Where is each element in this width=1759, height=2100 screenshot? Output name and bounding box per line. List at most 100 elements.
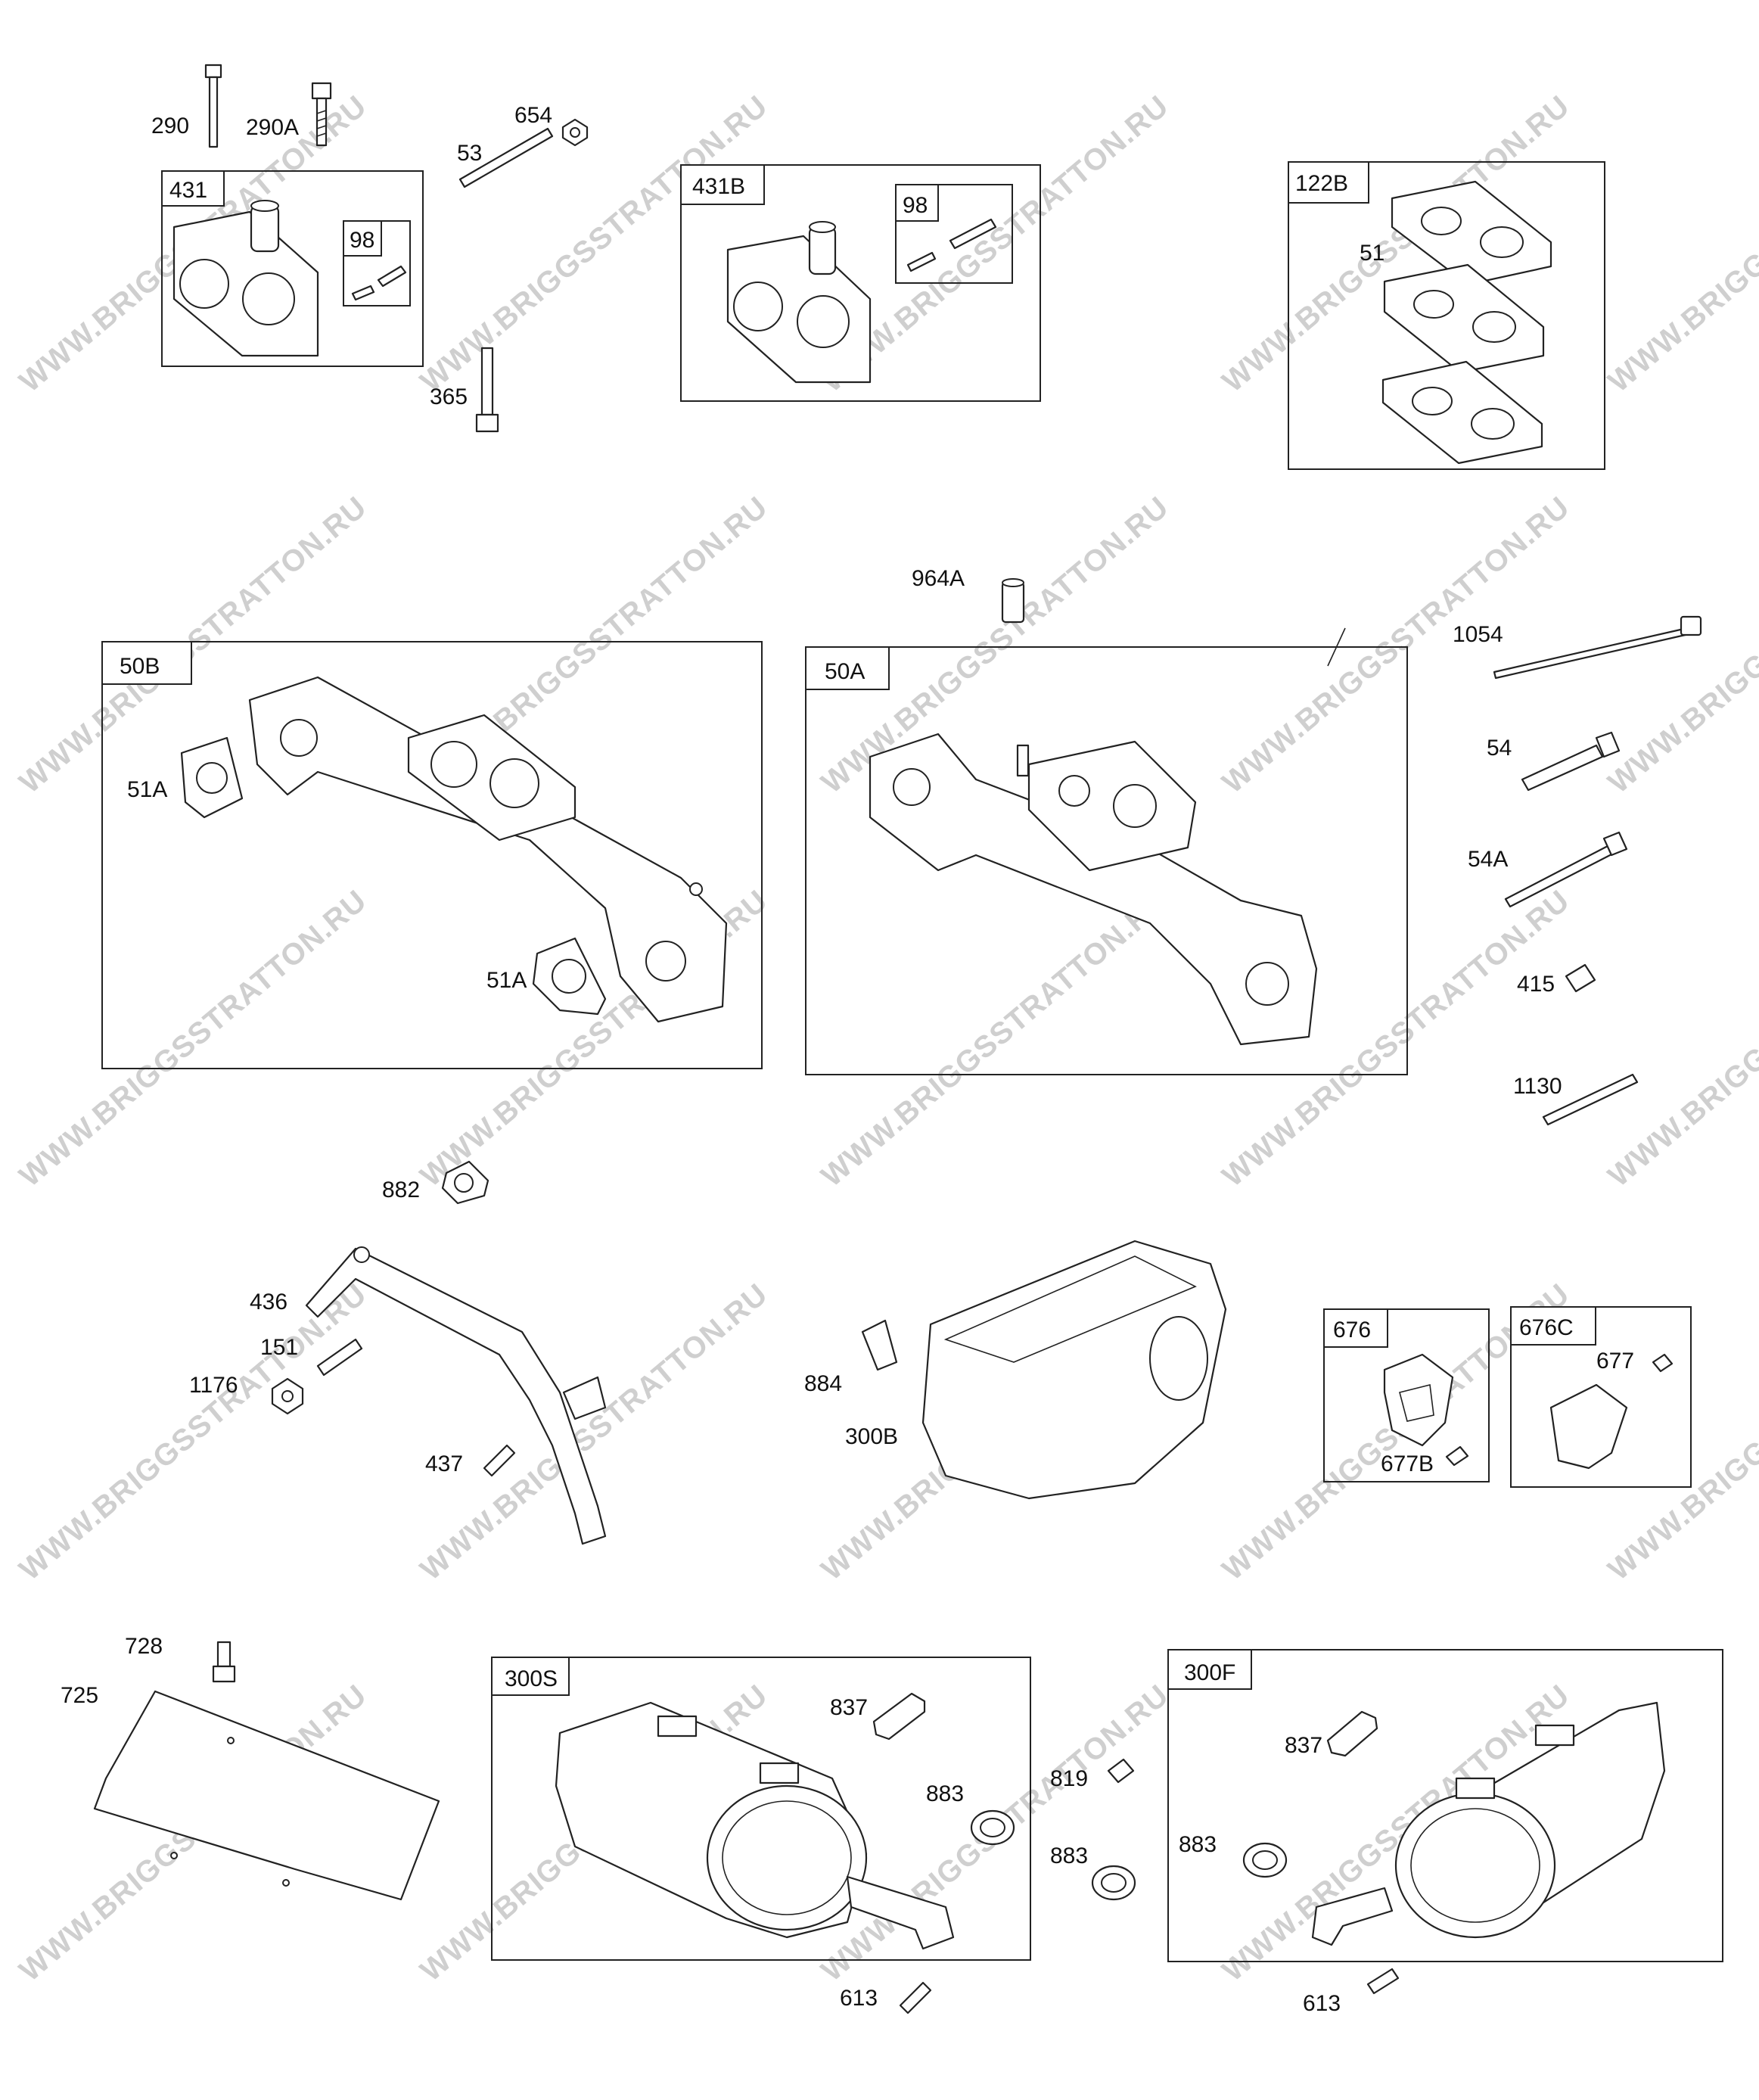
watermark: WWW.BRIGGSSTRATTON.RU [816,884,1176,1193]
clamp-884[interactable] [861,1319,898,1371]
gasket-51a-left[interactable] [180,736,244,819]
screw-819[interactable] [1107,1758,1135,1784]
tube-436[interactable] [305,1246,607,1545]
label-725: 725 [61,1683,98,1708]
screw-spring-98-a[interactable] [351,265,407,301]
heat-shield-725[interactable] [93,1690,440,1901]
box-50b [101,641,763,1069]
nut-1176[interactable] [271,1377,304,1415]
spark-arrestor-676[interactable] [1383,1353,1454,1447]
watermark: WWW.BRIGGSSTRATTON.RU [1602,1277,1759,1587]
bracket-837-b[interactable] [1326,1710,1378,1757]
watermark: WWW.BRIGGSSTRATTON.RU [14,1277,374,1587]
box-label-676: 676 [1333,1318,1371,1342]
box-label-431b: 431B [692,174,745,199]
box-tab-300f [1167,1649,1252,1690]
muffler-300s[interactable] [555,1701,955,1950]
label-290a: 290A [246,115,299,140]
screw-677b[interactable] [1445,1445,1469,1467]
sleeve-964a[interactable] [1001,578,1025,624]
label-54a: 54A [1468,847,1508,872]
label-819: 819 [1050,1766,1088,1791]
muffler-300b[interactable] [921,1240,1227,1500]
intake-manifold-50a[interactable] [869,733,1318,1046]
box-431b [680,164,1041,402]
bolt-290a[interactable] [311,82,332,147]
label-613-2: 613 [1303,1991,1341,2016]
bolt-290[interactable] [204,64,222,148]
box-tab-98-a [343,220,382,257]
watermark: WWW.BRIGGSSTRATTON.RU [14,884,374,1193]
leader-line [1327,627,1346,667]
label-677b: 677B [1381,1451,1434,1476]
box-tab-300s [491,1657,570,1696]
box-50a [805,646,1408,1075]
carburetor-adapter-431[interactable] [172,200,319,357]
clamp-883-a[interactable] [970,1809,1015,1846]
screw-677[interactable] [1652,1353,1674,1373]
box-tab-676 [1323,1308,1388,1348]
label-51a-1: 51A [127,777,167,802]
box-122b [1288,161,1605,470]
gasket-51-set[interactable] [1381,180,1552,465]
cable-tie-1054[interactable] [1493,615,1702,680]
box-tab-50a [805,646,890,690]
label-837-1: 837 [830,1695,868,1720]
gasket-51a-right[interactable] [532,937,607,1016]
label-51a-2: 51A [486,968,527,993]
label-883-3: 883 [1179,1832,1217,1857]
box-tab-676c [1510,1306,1596,1346]
label-54: 54 [1487,736,1512,761]
label-365: 365 [430,384,468,409]
screw-365[interactable] [475,347,499,433]
box-98-b [895,184,1013,284]
screw-728[interactable] [212,1641,236,1683]
stud-53[interactable] [458,127,554,188]
label-1054: 1054 [1453,622,1503,647]
stud-1130[interactable] [1542,1073,1639,1126]
box-label-122b: 122B [1295,171,1348,196]
box-tab-122b [1288,161,1369,204]
carburetor-adapter-431b[interactable] [726,221,872,384]
bracket-837-a[interactable] [872,1692,926,1741]
clamp-883-c[interactable] [1242,1842,1288,1878]
deflector-676c[interactable] [1549,1383,1628,1470]
box-label-300f: 300F [1184,1660,1235,1685]
nut-654[interactable] [561,118,589,147]
plug-415[interactable] [1565,963,1596,993]
muffler-300f[interactable] [1311,1701,1666,1946]
screw-613-a[interactable] [899,1981,932,2014]
box-label-431: 431 [169,178,207,203]
box-tab-431b [680,164,765,205]
watermark: WWW.BRIGGSSTRATTON.RU [1217,490,1577,800]
clamp-883-b[interactable] [1091,1865,1136,1901]
gasket-882[interactable] [441,1160,489,1205]
box-tab-50b [101,641,192,685]
box-tab-431 [161,170,225,207]
label-53: 53 [457,141,482,166]
label-290: 290 [151,114,189,138]
box-300f [1167,1649,1723,1962]
intake-manifold-50b[interactable] [248,676,728,1023]
screw-437[interactable] [483,1444,516,1477]
label-1176: 1176 [189,1373,238,1398]
label-654: 654 [514,103,552,128]
label-837-2: 837 [1285,1733,1322,1758]
screw-spring-98-b[interactable] [906,218,997,272]
label-884: 884 [804,1371,842,1396]
label-437: 437 [425,1451,463,1476]
label-883-2: 883 [1050,1843,1088,1868]
watermark: WWW.BRIGGSSTRATTON.RU [415,89,775,399]
watermark-layer: WWW.BRIGGSSTRATTON.RU WWW.BRIGGSSTRATTON… [14,89,1759,1988]
box-tab-98-b [895,184,939,222]
label-728: 728 [125,1634,163,1659]
box-label-50b: 50B [120,654,160,679]
box-label-98-b: 98 [903,193,928,218]
bolt-54[interactable] [1521,731,1621,792]
screw-613-b[interactable] [1366,1968,1400,1995]
box-label-300s: 300S [505,1666,558,1691]
watermark: WWW.BRIGGSSTRATTON.RU [1602,89,1759,399]
box-label-676c: 676C [1519,1315,1574,1340]
bolt-54a[interactable] [1504,831,1628,908]
fitting-151[interactable] [316,1338,363,1377]
